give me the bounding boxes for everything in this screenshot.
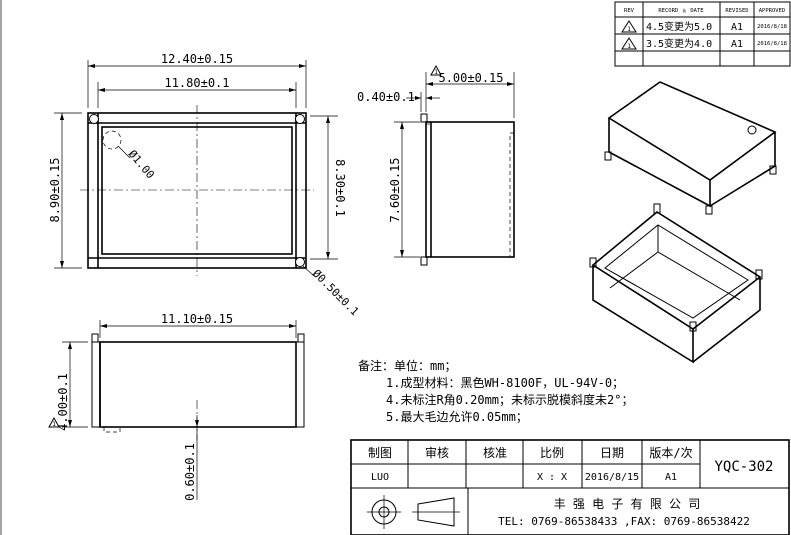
- title-header-checked: 审核: [425, 445, 449, 460]
- iso-view-lid: [604, 81, 777, 215]
- front-view: 11.10±0.15 4.00±0.1 1 0.60±0.1: [48, 312, 305, 501]
- dim-side-height: 7.60±0.15: [388, 157, 402, 222]
- title-header-version: 版本/次: [649, 446, 692, 460]
- title-value-scale: X : X: [537, 472, 567, 483]
- dim-top-overall-height: 8.90±0.15: [48, 157, 62, 222]
- approved-header: APPROVED: [759, 8, 786, 14]
- dim-front-bottom: 0.60±0.1: [183, 443, 197, 501]
- record-date-header: RECORD ﹠ DATE: [658, 8, 703, 14]
- svg-text:1: 1: [627, 43, 631, 50]
- svg-text:1: 1: [627, 26, 631, 33]
- title-value-version: A1: [665, 472, 677, 483]
- title-header-approved: 核准: [483, 446, 507, 460]
- revision-triangle-icon: [430, 64, 442, 76]
- revision-table: REV RECORD ﹠ DATE REVISED APPROVED 1 4.5…: [614, 1, 791, 67]
- side-view: 5.00±0.15 1 0.40±0.1 7.60±0.15: [357, 64, 515, 266]
- revision-record-1: 4.5变更为5.0: [646, 20, 712, 33]
- company-name: 丰 强 电 子 有 限 公 司: [554, 497, 701, 511]
- dim-top-overall-width: 12.40±0.15: [161, 52, 233, 66]
- title-header-date: 日期: [600, 446, 624, 460]
- revision-triangle-icon: [621, 37, 637, 50]
- revision-record-2: 3.5变更为4.0: [646, 37, 712, 50]
- title-block: 制图 审核 核准 比例 日期 版本/次 LUO X : X 2016/8/15 …: [350, 439, 790, 535]
- top-view: 12.40±0.15 11.80±0.1 8.90±0.15 8.30±0.1 …: [48, 52, 361, 318]
- dim-front-width: 11.10±0.15: [161, 312, 233, 326]
- note-line-3: 5.最大毛边允许0.05mm；: [386, 409, 528, 424]
- corner-post: [295, 257, 305, 267]
- rev-header: REV: [624, 8, 635, 14]
- revision-triangle-icon: [48, 416, 60, 428]
- dim-top-inner-height: 8.30±0.1: [333, 159, 347, 217]
- projection-symbol-icon: [367, 495, 460, 529]
- pin-hole: [102, 130, 122, 150]
- title-value-drawn: LUO: [371, 472, 389, 483]
- note-line-1: 1.成型材料：黑色WH-8100F，UL-94V-0；: [386, 376, 624, 390]
- dim-side-width: 5.00±0.15: [438, 71, 503, 85]
- revision-triangle-icon: [621, 20, 637, 33]
- dim-front-height: 4.00±0.1: [56, 373, 70, 431]
- iso-view-base: [589, 203, 763, 364]
- note-line-2: 4.未标注R角0.20mm；未标示脱模斜度未2°；: [386, 392, 633, 407]
- revision-revised-1: A1: [731, 22, 743, 33]
- dim-hole-large: Ø1.00: [126, 148, 157, 182]
- revision-approved-2: 2016/8/18: [757, 41, 787, 47]
- svg-text:1: 1: [434, 69, 438, 76]
- notes-heading: 备注：单位：mm；: [358, 358, 456, 373]
- corner-post: [89, 114, 99, 124]
- dim-hole-small: Ø0.50±0.1: [310, 267, 361, 318]
- notes: 备注：单位：mm； 1.成型材料：黑色WH-8100F，UL-94V-0； 4.…: [358, 358, 633, 424]
- svg-text:1: 1: [52, 421, 56, 428]
- title-header-scale: 比例: [540, 446, 564, 460]
- dim-side-lip: 0.40±0.1: [357, 90, 415, 104]
- revised-header: REVISED: [725, 8, 748, 14]
- corner-post: [295, 114, 305, 124]
- title-header-drawn: 制图: [368, 446, 392, 460]
- dim-top-inner-width: 11.80±0.1: [164, 76, 229, 90]
- title-value-date: 2016/8/15: [585, 472, 639, 483]
- revision-revised-2: A1: [731, 39, 743, 50]
- company-contact: TEL: 0769-86538433 ,FAX: 0769-86538422: [498, 515, 750, 528]
- part-number: YQC-302: [714, 459, 773, 475]
- revision-approved-1: 2016/8/18: [757, 24, 787, 30]
